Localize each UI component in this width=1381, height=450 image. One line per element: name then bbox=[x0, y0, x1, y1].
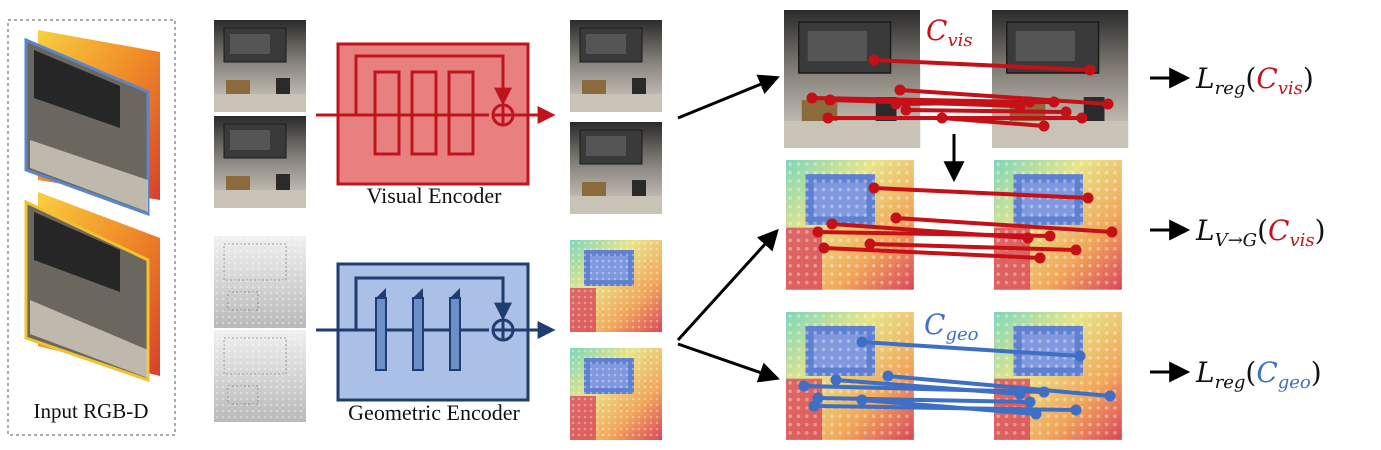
circle-plus-icon bbox=[491, 318, 515, 342]
input-label: Input RGB-D bbox=[34, 399, 149, 423]
visual-encoder-label: Visual Encoder bbox=[367, 183, 503, 208]
c-geo-label: Cgeo bbox=[924, 308, 979, 345]
input-rgb-frame-front bbox=[24, 37, 150, 217]
loss-reg-vis: Lreg(Cvis) bbox=[1195, 62, 1314, 99]
geometric-correspondence-lines bbox=[803, 340, 1111, 416]
visual-correspondence-lines bbox=[811, 58, 1109, 128]
transferred-keypoints bbox=[812, 182, 1118, 264]
geometric-keypoints bbox=[798, 336, 1116, 420]
geometric-conv-layer-3 bbox=[449, 288, 461, 371]
transferred-correspondence-lines bbox=[817, 186, 1113, 260]
arrow-right-icon bbox=[677, 342, 780, 383]
rgb-image-bottom bbox=[213, 115, 307, 209]
geometric-conv-layer-1 bbox=[375, 288, 387, 371]
c-vis-label: Cvis bbox=[926, 14, 973, 51]
transferred-correspondence-panel bbox=[786, 160, 1122, 290]
visual-conv-layer-2 bbox=[410, 70, 438, 156]
geometric-feature-bottom bbox=[570, 348, 662, 440]
visual-encoder-block bbox=[316, 42, 556, 186]
loss-reg-geo: Lreg(Cgeo) bbox=[1195, 356, 1322, 393]
visual-feature-top bbox=[569, 19, 663, 113]
arrow-right-icon bbox=[677, 74, 780, 120]
geometric-encoder-block bbox=[316, 262, 556, 402]
visual-feature-bottom bbox=[569, 121, 663, 215]
geometric-conv-layer-2 bbox=[412, 288, 424, 371]
geometric-correspondence-panel bbox=[786, 312, 1122, 440]
circle-plus-icon bbox=[491, 103, 515, 127]
visual-correspondence-panel bbox=[783, 9, 1129, 149]
visual-keypoints bbox=[806, 54, 1114, 132]
rgb-image-top bbox=[213, 19, 307, 113]
geometric-encoder-box bbox=[336, 262, 530, 402]
arrow-right-icon bbox=[676, 228, 779, 342]
visual-conv-layer-1 bbox=[373, 70, 401, 156]
input-panel-frame bbox=[7, 19, 176, 436]
depth-image-top bbox=[213, 235, 307, 329]
loss-v2g-vis: LV→G(Cvis) bbox=[1195, 214, 1326, 251]
geometric-feature-top bbox=[570, 240, 662, 332]
depth-image-bottom bbox=[213, 329, 307, 423]
input-depth-frame-front bbox=[24, 199, 150, 383]
geometric-encoder-label: Geometric Encoder bbox=[348, 400, 520, 425]
visual-conv-layer-3 bbox=[447, 70, 475, 156]
